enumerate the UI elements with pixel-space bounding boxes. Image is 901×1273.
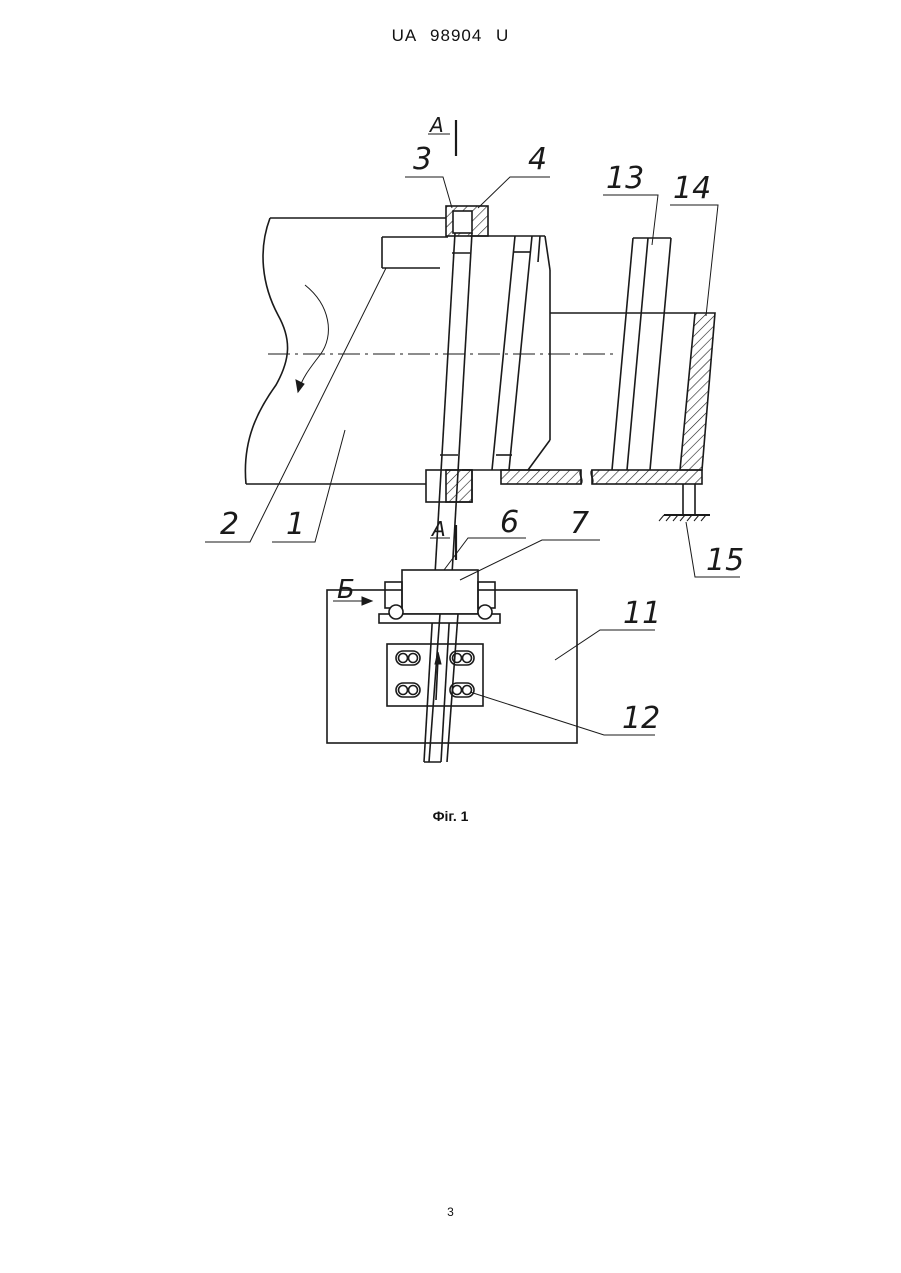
label-6: 6 [500,505,519,540]
technical-drawing: 3 4 13 14 2 1 6 7 11 12 15 A A Б [0,0,901,800]
label-11: 11 [623,596,661,631]
drum-section-2 [462,236,550,470]
label-15: 15 [706,543,744,578]
label-14: 14 [673,171,711,206]
base-hatched [501,470,702,484]
label-4: 4 [528,142,547,177]
label-13: 13 [606,161,644,196]
label-12: 12 [622,701,660,736]
plates-13 [612,238,671,470]
label-2: 2 [220,507,239,542]
label-view-b: Б [337,575,355,605]
ring-top [446,206,488,236]
label-section-a-top: A [428,113,444,137]
wall-14 [550,313,715,470]
figure-caption: Фіг. 1 [0,808,901,824]
label-7: 7 [570,506,589,541]
label-1: 1 [286,507,305,542]
plate-2 [382,237,448,268]
support-15 [659,484,710,521]
page-number: 3 [0,1205,901,1219]
label-3: 3 [413,142,432,177]
label-section-a-bottom: A [430,517,446,541]
drum-body [245,218,615,484]
ring-bottom [426,470,472,502]
leader-lines [205,177,740,735]
